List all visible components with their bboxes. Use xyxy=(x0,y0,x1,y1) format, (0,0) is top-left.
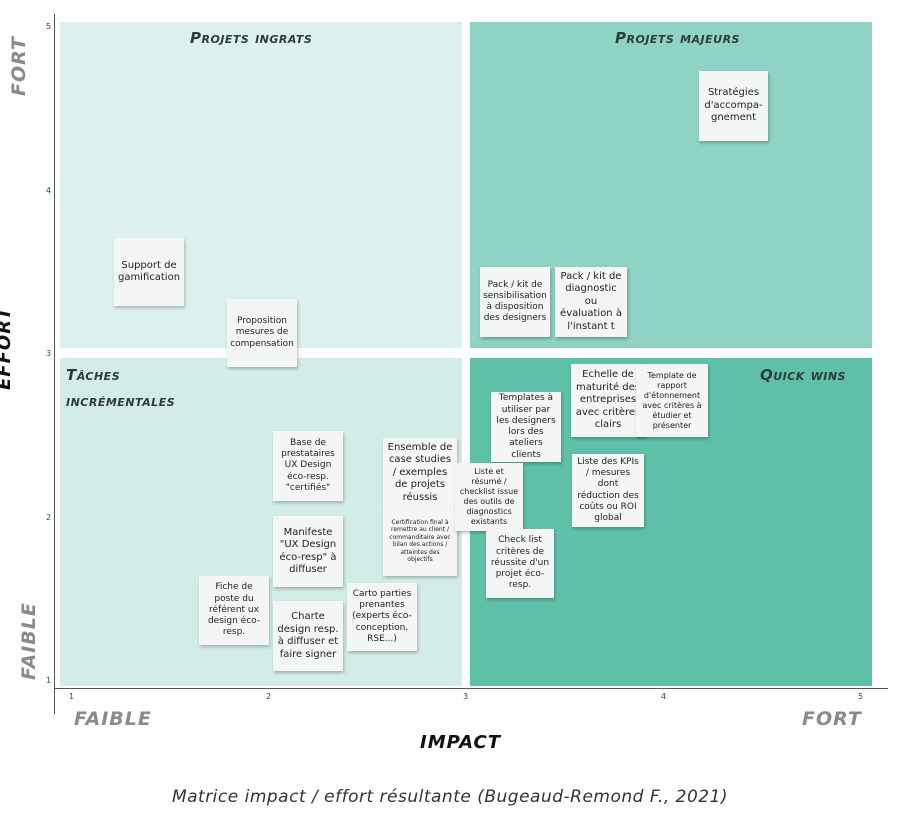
note-pack-diagnostic: Pack / kit de diagnostic ou évaluation à… xyxy=(555,267,627,337)
title-projets-ingrats: Projets ingrats xyxy=(190,29,313,47)
y-axis-title: EFFORT xyxy=(0,306,15,390)
note-kpis: Liste des KPIs / mesures dont réduction … xyxy=(572,454,644,527)
x-tick-5: 5 xyxy=(858,692,864,701)
note-liste-resume: Liste et résumé / checklist issue des ou… xyxy=(455,463,523,531)
y-label-fort: FORT xyxy=(8,36,30,96)
x-tick-2: 2 xyxy=(266,692,272,701)
x-tick-1: 1 xyxy=(69,692,75,701)
note-fiche-poste: Fiche de poste du référent ux design éco… xyxy=(199,576,269,645)
y-tick-1: 1 xyxy=(46,676,52,685)
title-taches-line2: incrémentales xyxy=(66,392,176,410)
note-carto-parties: Carto parties prenantes (experts éco-con… xyxy=(347,583,417,651)
note-support-gamification: Support de gamification xyxy=(114,238,184,306)
title-projets-majeurs: Projets majeurs xyxy=(615,29,740,47)
note-templates-ateliers: Templates à utiliser par les designers l… xyxy=(491,392,561,462)
x-tick-3: 3 xyxy=(463,692,469,701)
figure-caption: Matrice impact / effort résultante (Buge… xyxy=(171,787,729,807)
y-label-faible: FAIBLE xyxy=(18,602,40,680)
x-axis-line xyxy=(54,688,888,689)
note-template-rapport: Template de rapport d'étonnement avec cr… xyxy=(636,364,708,437)
y-tick-2: 2 xyxy=(46,513,52,522)
note-manifeste: Manifeste "UX Design éco-resp" à diffuse… xyxy=(273,516,343,587)
note-strategies: Stratégies d'accompa-gnement xyxy=(699,71,768,141)
note-base-prestataires: Base de prestataires UX Design éco-resp.… xyxy=(273,431,343,501)
note-pack-sensibilisation: Pack / kit de sensibilisation à disposit… xyxy=(480,267,550,337)
y-tick-4: 4 xyxy=(46,186,52,195)
x-axis-title: IMPACT xyxy=(420,732,502,753)
title-quick-wins: Quick wins xyxy=(760,366,846,384)
note-echelle-maturite: Echelle de maturité des entreprises avec… xyxy=(571,364,645,437)
x-label-fort: FORT xyxy=(802,708,862,730)
note-mesures-compensation: Proposition mesures de compensation xyxy=(227,299,297,367)
y-tick-3: 3 xyxy=(46,349,52,358)
y-axis-line xyxy=(54,14,55,714)
x-tick-4: 4 xyxy=(661,692,667,701)
note-certification-final: Certification final à remettre au client… xyxy=(383,506,457,576)
title-taches-line1: Tâches xyxy=(66,366,121,384)
x-label-faible: FAIBLE xyxy=(74,708,152,730)
note-check-list: Check list critères de réussite d'un pro… xyxy=(486,529,554,598)
y-tick-5: 5 xyxy=(46,22,52,31)
note-case-studies: Ensemble de case studies / exemples de p… xyxy=(383,438,457,508)
note-charte-design: Charte design resp. à diffuser et faire … xyxy=(273,601,343,671)
